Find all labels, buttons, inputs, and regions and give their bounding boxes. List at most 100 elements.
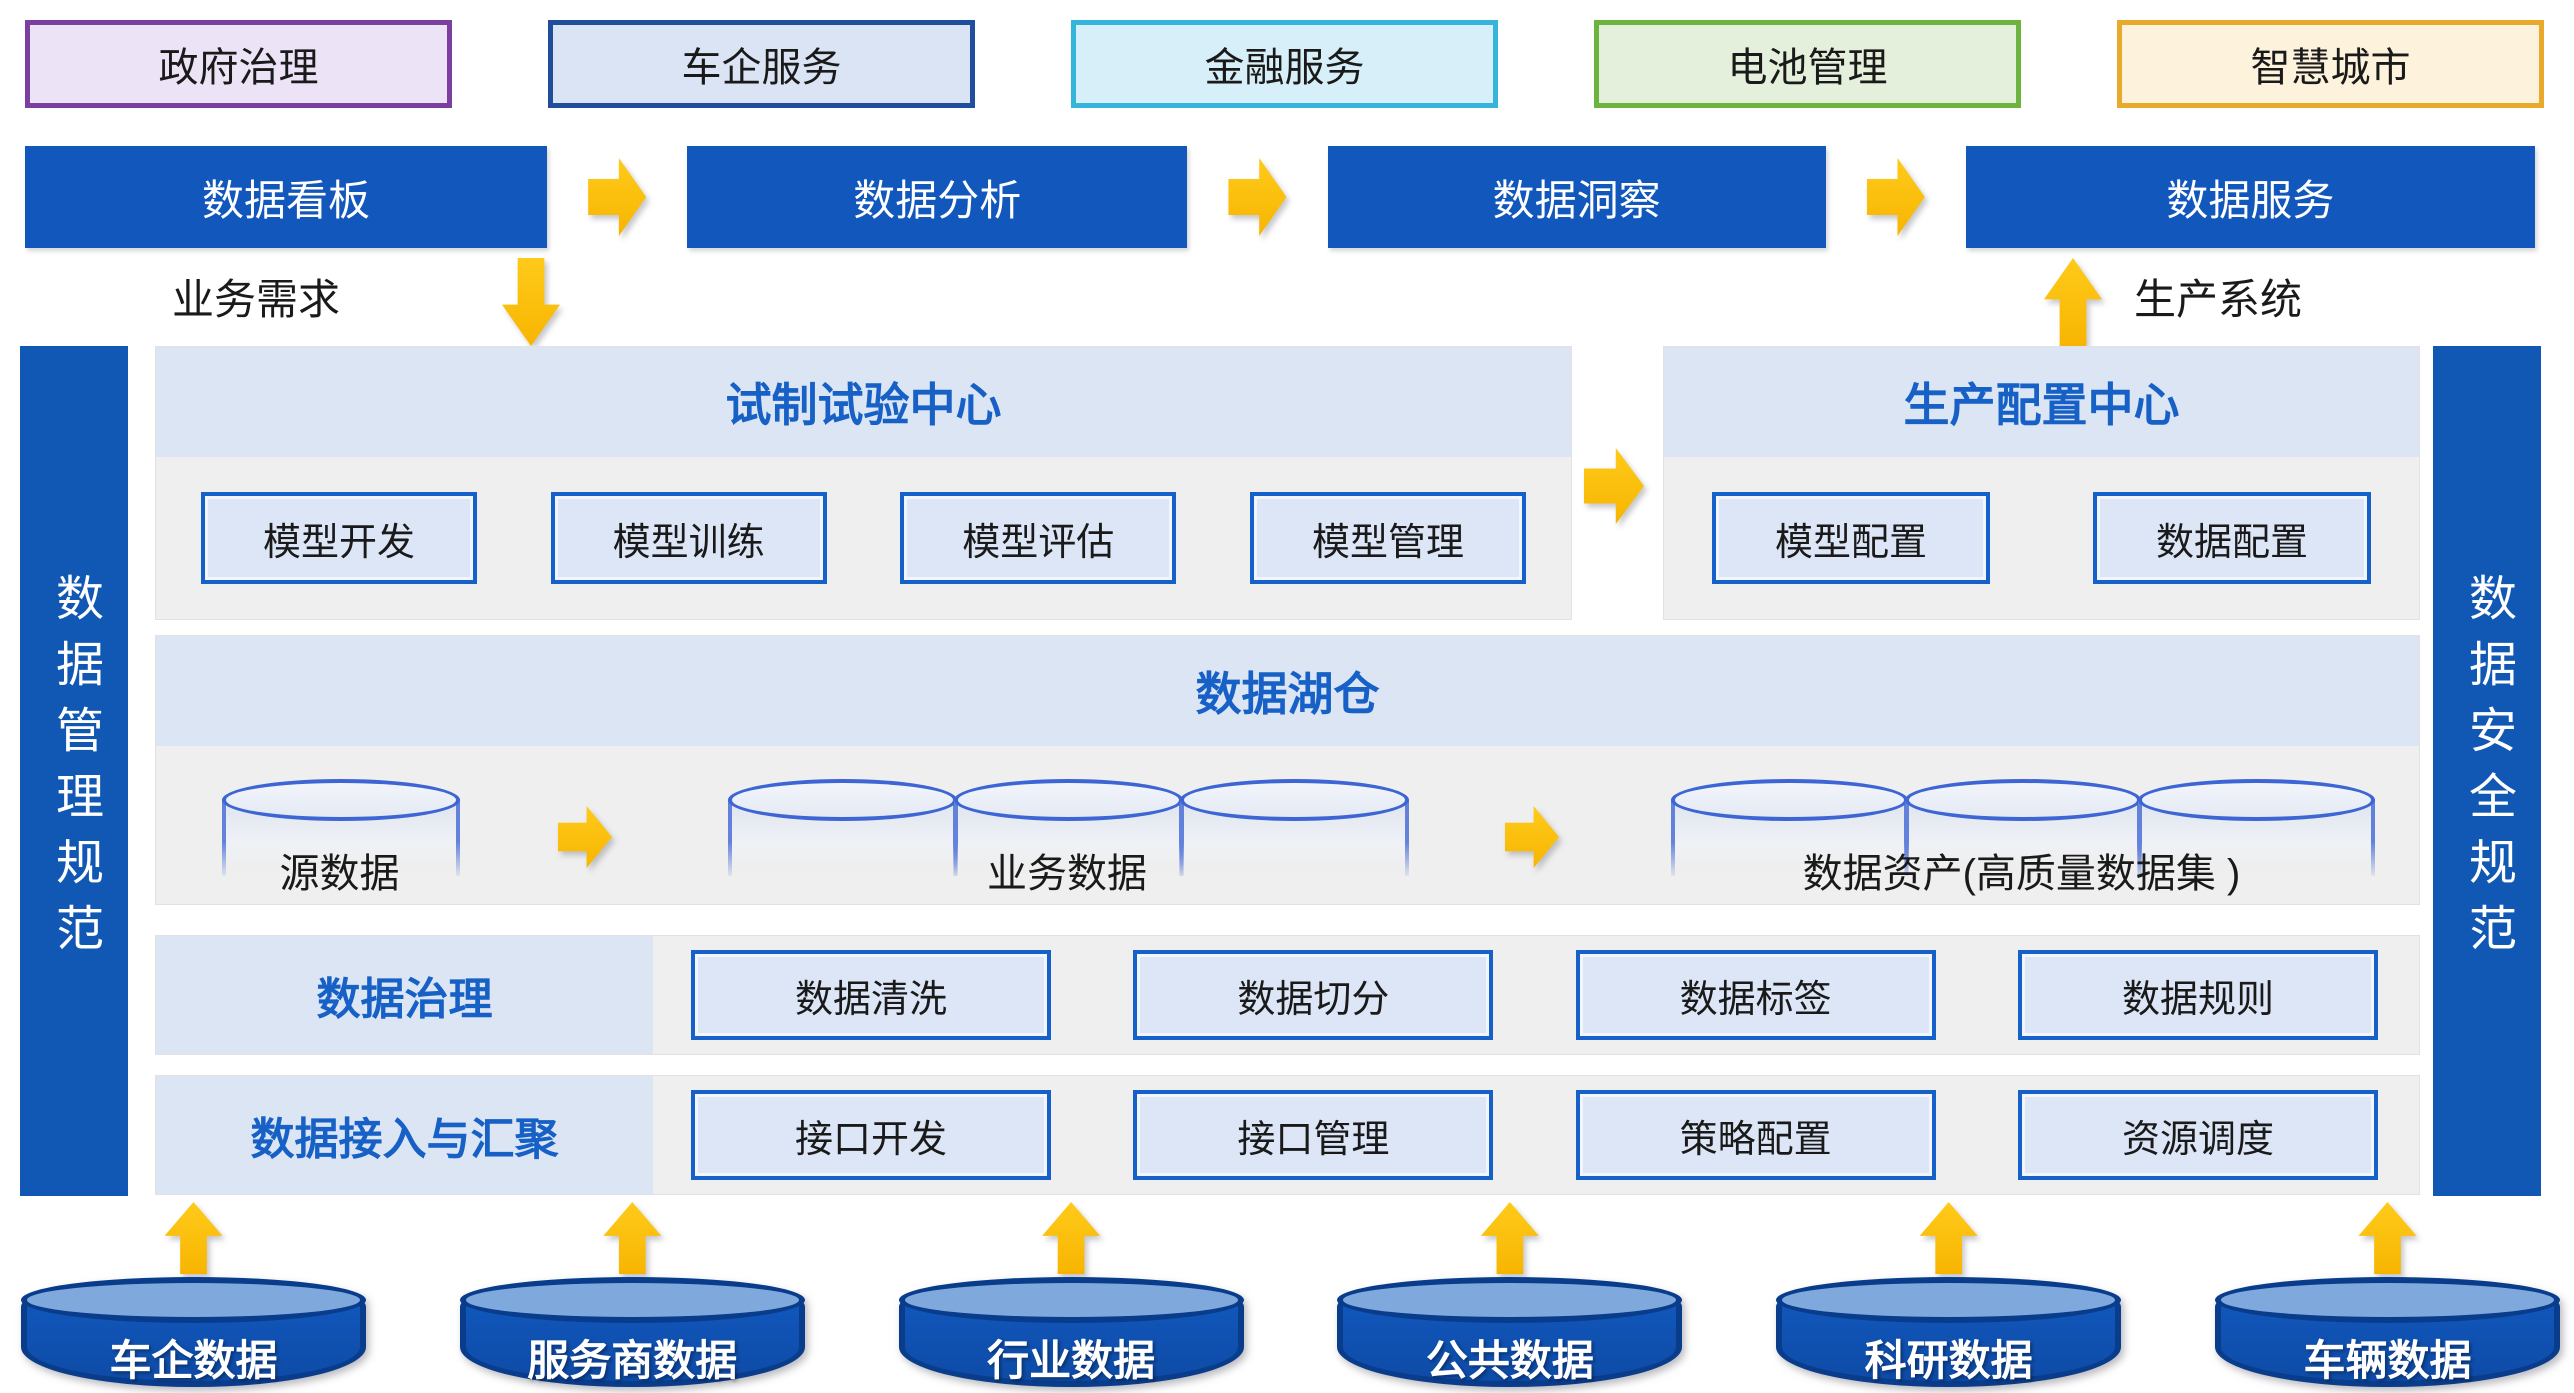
data-governance-row: 数据治理 数据清洗 数据切分 数据标签 数据规则 (155, 935, 2420, 1055)
cylinder-top (459, 1277, 805, 1323)
source-label: 服务商数据 (527, 1337, 738, 1384)
category-label: 金融服务 (1204, 46, 1365, 90)
industry-data-cylinder: 行业数据 (898, 1277, 1244, 1387)
government-governance-box: 政府治理 (25, 20, 452, 108)
flow-step-label: 数据看板 (201, 176, 370, 224)
trial-center-panel: 试制试验中心 模型开发 模型训练 模型评估 模型管理 (155, 346, 1572, 620)
data-lakehouse-title: 数据湖仓 (156, 636, 2419, 746)
cylinder-icon (1904, 779, 2142, 876)
cylinder-top (1776, 1277, 2122, 1323)
box-label: 模型开发 (262, 521, 415, 564)
flow-arrow-icon (588, 158, 647, 236)
data-flow-row: 数据看板 数据分析 数据洞察 数据服务 (25, 146, 2535, 248)
box-label: 资源调度 (2121, 1118, 2274, 1161)
source-label: 科研数据 (1864, 1337, 2033, 1384)
box-label: 策略配置 (1679, 1118, 1832, 1161)
data-insight-box: 数据洞察 (1327, 146, 1826, 248)
up-arrow-icon (1919, 1202, 1978, 1274)
data-management-standard-sidebar: 数据管理规范 (20, 346, 128, 1196)
top-category-row: 政府治理 车企服务 金融服务 电池管理 智慧城市 (25, 20, 2544, 108)
trial-center-title: 试制试验中心 (156, 347, 1571, 457)
data-labeling-box: 数据标签 (1575, 950, 1936, 1040)
production-config-center-title: 生产配置中心 (1664, 347, 2419, 457)
cylinder-top (898, 1277, 1244, 1323)
smart-city-box: 智慧城市 (2117, 20, 2544, 108)
box-label: 数据规则 (2121, 978, 2274, 1021)
model-evaluation-box: 模型评估 (900, 492, 1177, 584)
data-source-row: 车企数据 服务商数据 行业数据 公共数据 (21, 1202, 2560, 1387)
service-provider-data-source: 服务商数据 (459, 1202, 805, 1387)
industry-data-source: 行业数据 (898, 1202, 1244, 1387)
data-rules-box: 数据规则 (2017, 950, 2378, 1040)
box-label: 接口管理 (1237, 1118, 1390, 1161)
up-arrow-icon (2358, 1202, 2417, 1274)
box-label: 数据清洗 (794, 978, 947, 1021)
model-management-box: 模型管理 (1249, 492, 1526, 584)
cylinder-top (21, 1277, 366, 1323)
category-label: 电池管理 (1727, 46, 1888, 90)
box-label: 接口开发 (794, 1118, 947, 1161)
box-label: 模型配置 (1774, 521, 1927, 564)
business-data-cylinder-group: 业务数据 (728, 779, 1409, 896)
box-label: 数据切分 (1237, 978, 1390, 1021)
research-data-cylinder: 科研数据 (1776, 1277, 2122, 1387)
box-label: 数据标签 (1679, 978, 1832, 1021)
data-governance-label: 数据治理 (156, 936, 653, 1054)
flow-step-label: 数据分析 (853, 176, 1022, 224)
store-label: 源数据 (279, 852, 400, 896)
source-label: 公共数据 (1425, 1337, 1594, 1384)
flow-step-label: 数据洞察 (1492, 176, 1661, 224)
production-system-arrow-icon (2044, 258, 2102, 346)
data-analysis-box: 数据分析 (687, 146, 1188, 248)
data-security-standard-sidebar: 数据安全规范 (2433, 346, 2541, 1196)
vehicle-data-source: 车辆数据 (2214, 1202, 2560, 1387)
lake-flow-arrow-icon (558, 806, 612, 868)
trial-center-body: 模型开发 模型训练 模型评估 模型管理 (156, 457, 1571, 619)
data-dashboard-box: 数据看板 (25, 146, 547, 248)
business-demand-label: 业务需求 (172, 276, 341, 323)
up-arrow-icon (603, 1202, 662, 1274)
model-training-box: 模型训练 (550, 492, 827, 584)
source-label: 行业数据 (987, 1337, 1156, 1384)
strategy-config-box: 策略配置 (1575, 1090, 1936, 1180)
data-ingestion-row: 数据接入与汇聚 接口开发 接口管理 策略配置 资源调度 (155, 1075, 2420, 1195)
source-data-cylinder: 源数据 (222, 779, 460, 896)
category-label: 车企服务 (681, 46, 842, 90)
interface-development-box: 接口开发 (691, 1090, 1051, 1180)
resource-scheduling-box: 资源调度 (2017, 1090, 2378, 1180)
cylinder-icon (222, 779, 460, 876)
up-arrow-icon (1480, 1202, 1539, 1274)
production-system-label: 生产系统 (2134, 276, 2303, 323)
data-splitting-box: 数据切分 (1133, 950, 1494, 1040)
cylinder-top (1337, 1277, 1683, 1323)
store-label: 业务数据 (987, 852, 1147, 896)
cylinder-icon (2138, 779, 2376, 876)
automaker-data-cylinder: 车企数据 (21, 1277, 366, 1387)
automaker-services-box: 车企服务 (548, 20, 975, 108)
source-label: 车企数据 (109, 1337, 278, 1384)
cylinder-icon (1671, 779, 1908, 876)
cylinder-icon (954, 779, 1183, 876)
sidebar-label: 数据管理规范 (48, 573, 101, 969)
cylinder-top (2214, 1277, 2560, 1323)
interface-management-box: 接口管理 (1133, 1090, 1494, 1180)
data-governance-body: 数据清洗 数据切分 数据标签 数据规则 (653, 936, 2419, 1054)
production-config-center-panel: 生产配置中心 模型配置 数据配置 (1663, 346, 2420, 620)
lake-flow-arrow-icon (1505, 806, 1559, 868)
research-data-source: 科研数据 (1776, 1202, 2122, 1387)
up-arrow-icon (164, 1202, 223, 1274)
box-label: 模型训练 (612, 521, 765, 564)
flow-arrow-icon (1866, 158, 1925, 236)
box-label: 数据配置 (2155, 521, 2308, 564)
model-development-box: 模型开发 (201, 492, 477, 584)
box-label: 模型管理 (1311, 521, 1464, 564)
data-lakehouse-panel: 数据湖仓 源数据 业务数据 (155, 635, 2420, 905)
data-config-box: 数据配置 (2093, 492, 2371, 584)
data-cleaning-box: 数据清洗 (691, 950, 1051, 1040)
public-data-source: 公共数据 (1337, 1202, 1683, 1387)
store-label: 数据资产(高质量数据集 ) (1802, 852, 2241, 896)
flow-arrow-icon (1228, 158, 1287, 236)
automaker-data-source: 车企数据 (21, 1202, 366, 1387)
business-demand-arrow-icon (502, 258, 560, 346)
